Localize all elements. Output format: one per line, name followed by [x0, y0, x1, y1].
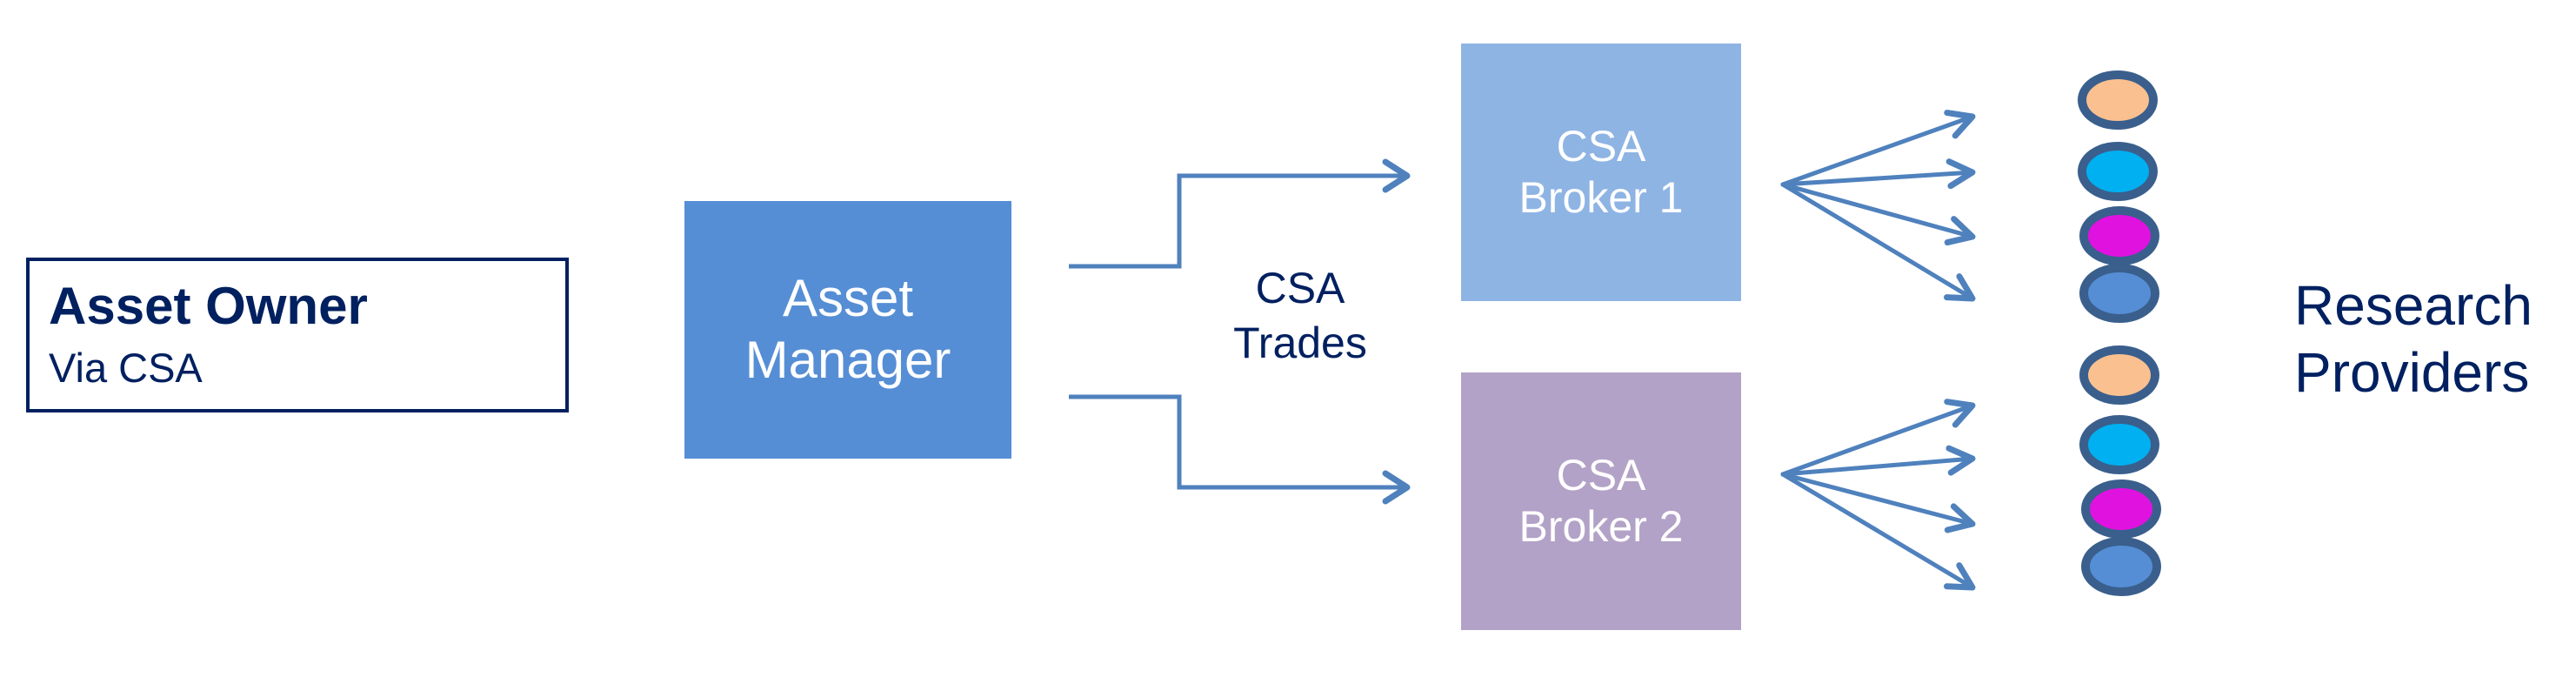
- fan-arrow-broker-1-1: [1780, 114, 1975, 187]
- research-providers-line2: Providers: [2294, 340, 2530, 404]
- research-provider-magenta-1: [2079, 206, 2159, 265]
- asset-owner-title: Asset Owner: [49, 277, 368, 335]
- csa-broker-1-node: CSA Broker 1: [1461, 44, 1741, 301]
- csa-trades-label: CSA Trades: [1213, 261, 1387, 370]
- arrowhead-icon: [1382, 158, 1411, 193]
- fan-arrow-broker-1-3: [1780, 182, 1975, 239]
- asset-manager-node: Asset Manager: [684, 201, 1011, 459]
- broker-2-label-line1: CSA: [1556, 451, 1646, 500]
- fan-arrow-broker-2-2: [1780, 456, 1975, 477]
- broker-1-label-line2: Broker 1: [1518, 173, 1684, 222]
- arrowhead-icon: [1944, 503, 1976, 533]
- research-providers-line1: Research: [2294, 274, 2533, 337]
- arrowhead-icon: [1382, 470, 1411, 505]
- research-provider-cyan-2: [2079, 415, 2159, 474]
- research-provider-blue-1: [2079, 264, 2159, 323]
- research-provider-blue-2: [2081, 537, 2161, 596]
- connector-to-broker-2: [1069, 394, 1407, 490]
- arrowhead-icon: [1944, 399, 1976, 428]
- research-provider-magenta-2: [2081, 479, 2161, 539]
- asset-owner-box: Asset Owner Via CSA: [26, 258, 569, 412]
- csa-trades-line2: Trades: [1233, 318, 1367, 367]
- asset-owner-subtitle: Via CSA: [49, 345, 203, 391]
- research-provider-peach-2: [2079, 345, 2159, 405]
- arrowhead-icon: [1944, 110, 1976, 139]
- csa-broker-2-node: CSA Broker 2: [1461, 372, 1741, 630]
- broker-1-label-line1: CSA: [1556, 122, 1646, 171]
- research-provider-peach-1: [2078, 70, 2158, 130]
- asset-manager-label-line1: Asset: [782, 269, 914, 328]
- fan-arrow-broker-2-3: [1780, 472, 1975, 526]
- csa-trades-line1: CSA: [1255, 264, 1345, 312]
- research-providers-label: Research Providers: [2294, 272, 2533, 406]
- fan-arrow-broker-1-2: [1780, 170, 1975, 187]
- arrowhead-icon: [1945, 445, 1976, 476]
- arrowhead-icon: [1944, 273, 1976, 302]
- connector-to-broker-1: [1069, 173, 1407, 269]
- fan-arrow-broker-2-1: [1780, 403, 1975, 477]
- fan-arrow-broker-2-4: [1780, 472, 1975, 590]
- arrowhead-icon: [1945, 158, 1976, 190]
- arrowhead-icon: [1944, 216, 1976, 246]
- fan-arrow-broker-1-4: [1780, 182, 1975, 301]
- broker-2-label-line2: Broker 2: [1518, 502, 1684, 551]
- asset-manager-label-line2: Manager: [744, 331, 951, 389]
- research-provider-cyan-1: [2078, 142, 2158, 201]
- arrowhead-icon: [1943, 562, 1976, 591]
